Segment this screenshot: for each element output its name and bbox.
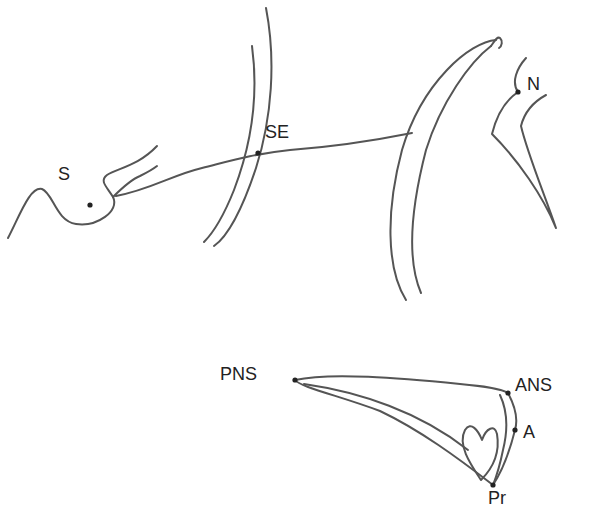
palate-inner bbox=[304, 384, 468, 450]
landmark-dot bbox=[292, 377, 297, 382]
landmark-dot bbox=[87, 202, 92, 207]
palatal-plane bbox=[295, 376, 508, 393]
orbit-contour bbox=[390, 40, 496, 300]
maxilla-inner bbox=[493, 395, 506, 485]
landmark-dot bbox=[490, 482, 495, 487]
landmark-label: ANS bbox=[515, 375, 552, 395]
landmark-label: SE bbox=[265, 122, 289, 142]
orbit-hook bbox=[491, 38, 502, 48]
incisor-tooth bbox=[463, 426, 498, 480]
frontal-bone bbox=[492, 58, 556, 228]
landmark-label: Pr bbox=[488, 488, 506, 508]
landmark-label: S bbox=[58, 164, 70, 184]
landmark-dot bbox=[512, 427, 517, 432]
landmark-label: PNS bbox=[220, 364, 257, 384]
sphenoid-wing bbox=[204, 46, 254, 242]
landmark-dot bbox=[505, 390, 510, 395]
orbit-contour bbox=[412, 46, 491, 293]
landmark-dot bbox=[255, 150, 260, 155]
landmark-label: A bbox=[523, 422, 535, 442]
landmark-dot bbox=[515, 89, 520, 94]
landmark-label: N bbox=[527, 74, 540, 94]
sphenoid-wing bbox=[214, 8, 271, 246]
maxilla-front bbox=[493, 393, 516, 485]
